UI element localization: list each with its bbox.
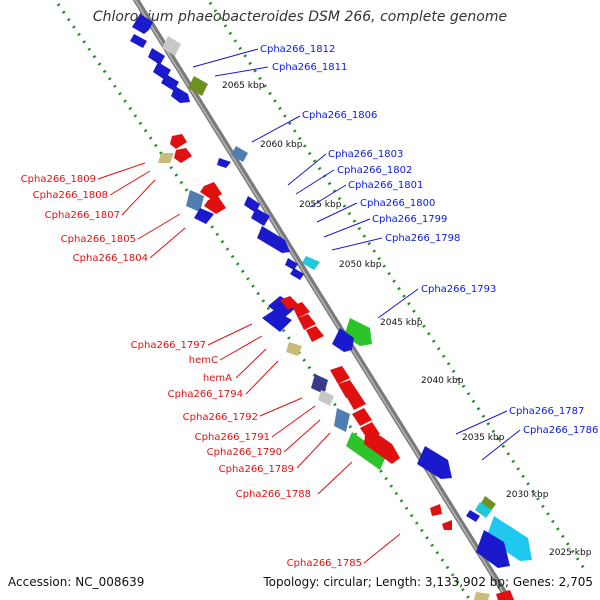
forward-genes bbox=[130, 14, 532, 568]
reverse-gene-label: Cpha266_1792 bbox=[183, 412, 258, 423]
gene-arrow bbox=[188, 76, 208, 96]
gene-arrow bbox=[476, 530, 510, 568]
reverse-gene-label: Cpha266_1791 bbox=[195, 432, 270, 443]
gene-arrow bbox=[257, 226, 290, 253]
gene-arrow bbox=[364, 426, 400, 464]
gene-arrow bbox=[251, 208, 270, 226]
gene-arrow bbox=[194, 208, 214, 224]
forward-gene-label: Cpha266_1812 bbox=[260, 44, 335, 55]
gene-arrow bbox=[330, 366, 350, 384]
gene-arrow bbox=[162, 36, 181, 56]
reverse-gene-label: Cpha266_1805 bbox=[61, 234, 136, 245]
kbp-tick-label: 2050 kbp bbox=[339, 260, 382, 270]
kbp-tick-label: 2055 kbp bbox=[299, 200, 342, 210]
gene-arrow bbox=[306, 326, 324, 342]
reverse-genes bbox=[158, 134, 514, 600]
gene-arrow bbox=[174, 148, 192, 163]
tick-track-outer bbox=[206, 0, 587, 571]
reverse-gene-label: Cpha266_1794 bbox=[168, 389, 243, 400]
genome-backbone bbox=[132, 0, 513, 600]
reverse-gene-labels: Cpha266_1809Cpha266_1808Cpha266_1807Cpha… bbox=[21, 174, 362, 569]
forward-gene-label: Cpha266_1799 bbox=[372, 214, 447, 225]
gene-arrow bbox=[204, 196, 226, 214]
reverse-gene-label: hemC bbox=[189, 355, 218, 366]
reverse-gene-label: hemA bbox=[203, 373, 232, 384]
forward-gene-label: Cpha266_1800 bbox=[360, 198, 435, 209]
reverse-leader-lines bbox=[97, 162, 401, 564]
kbp-tick-label: 2035 kbp bbox=[462, 433, 505, 443]
gene-arrow bbox=[132, 14, 153, 34]
gene-arrow bbox=[290, 268, 304, 280]
reverse-gene-label: Cpha266_1797 bbox=[131, 340, 206, 351]
gene-arrow bbox=[262, 310, 292, 332]
gene-arrow bbox=[302, 256, 320, 270]
gene-arrow bbox=[161, 74, 179, 91]
gene-arrow bbox=[430, 504, 442, 516]
forward-gene-label: Cpha266_1801 bbox=[348, 180, 423, 191]
gene-arrow bbox=[352, 408, 372, 426]
gene-arrow bbox=[148, 48, 165, 65]
gene-arrow bbox=[200, 182, 222, 200]
gene-arrow bbox=[171, 86, 190, 103]
gene-arrow bbox=[480, 496, 496, 512]
forward-gene-labels: Cpha266_1812Cpha266_1811Cpha266_1806Cpha… bbox=[260, 44, 598, 436]
map-title: Chlorobium phaeobacteroides DSM 266, com… bbox=[92, 9, 508, 25]
gene-arrow bbox=[442, 520, 452, 530]
gene-arrow bbox=[338, 380, 358, 398]
reverse-gene-label: Cpha266_1807 bbox=[45, 210, 120, 221]
gene-arrow bbox=[475, 502, 492, 518]
reverse-gene-label: Cpha266_1788 bbox=[236, 489, 311, 500]
gene-arrow bbox=[158, 153, 174, 163]
gene-arrow bbox=[346, 392, 366, 410]
gene-arrow bbox=[292, 302, 310, 318]
reverse-gene-label: Cpha266_1789 bbox=[219, 464, 294, 475]
forward-gene-label: Cpha266_1802 bbox=[337, 165, 412, 176]
kbp-tick-label: 2065 kbp bbox=[222, 81, 265, 91]
forward-gene-label: Cpha266_1787 bbox=[509, 406, 584, 417]
gene-arrow bbox=[332, 328, 354, 352]
kbp-tick-label: 2030 kbp bbox=[506, 490, 549, 500]
gene-arrow bbox=[186, 190, 204, 212]
gene-arrow bbox=[496, 590, 514, 600]
gene-arrow bbox=[466, 510, 480, 522]
kbp-tick-label: 2040 kbp bbox=[421, 376, 464, 386]
gene-arrow bbox=[298, 314, 316, 330]
reverse-gene-label: Cpha266_1808 bbox=[33, 190, 108, 201]
gene-arrow bbox=[486, 516, 532, 561]
forward-gene-label: Cpha266_1806 bbox=[302, 110, 377, 121]
forward-gene-label: Cpha266_1798 bbox=[385, 233, 460, 244]
kbp-tick-label: 2060 kbp bbox=[260, 140, 303, 150]
tick-track-inner bbox=[56, 3, 472, 600]
gene-arrow bbox=[286, 342, 302, 356]
gene-arrow bbox=[346, 432, 386, 470]
gene-arrow bbox=[268, 296, 298, 318]
reverse-gene-label: Cpha266_1790 bbox=[207, 447, 282, 458]
gene-arrow bbox=[334, 408, 350, 432]
gene-arrow bbox=[318, 390, 334, 406]
forward-gene-label: Cpha266_1793 bbox=[421, 284, 496, 295]
forward-gene-label: Cpha266_1786 bbox=[523, 425, 598, 436]
kbp-tick-labels: 2065 kbp 2060 kbp 2055 kbp 2050 kbp 2045 kbp… bbox=[222, 81, 592, 558]
gene-arrow bbox=[170, 134, 187, 149]
gene-arrow bbox=[311, 374, 328, 394]
kbp-tick-label: 2025 kbp bbox=[549, 548, 592, 558]
gene-arrow bbox=[231, 146, 248, 162]
gene-arrow bbox=[217, 158, 231, 168]
reverse-gene-label: Cpha266_1809 bbox=[21, 174, 96, 185]
accession-text: Accession: NC_008639 bbox=[8, 575, 145, 589]
reverse-gene-label: Cpha266_1785 bbox=[287, 558, 362, 569]
reverse-gene-label: Cpha266_1804 bbox=[73, 253, 148, 264]
forward-gene-label: Cpha266_1803 bbox=[328, 149, 403, 160]
gene-arrow bbox=[417, 446, 452, 479]
topology-text: Topology: circular; Length: 3,133,902 bp… bbox=[263, 575, 593, 589]
forward-gene-label: Cpha266_1811 bbox=[272, 62, 347, 73]
gene-arrow bbox=[130, 34, 147, 48]
gene-arrow bbox=[285, 258, 298, 270]
forward-leader-lines bbox=[192, 48, 521, 461]
gene-arrow bbox=[474, 592, 490, 600]
kbp-tick-label: 2045 kbp bbox=[380, 318, 423, 328]
